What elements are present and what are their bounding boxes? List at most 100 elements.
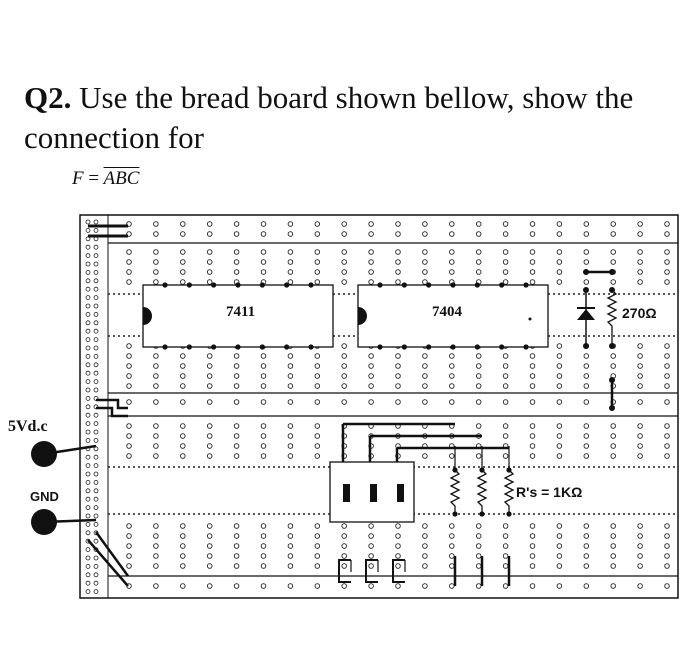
breadboard-hole: [583, 249, 590, 255]
breadboard-hole: [449, 543, 455, 549]
pull-resistor-icon: [503, 469, 515, 514]
wire-end: [609, 269, 615, 275]
breadboard-hole: [449, 259, 455, 265]
breadboard-hole: [368, 269, 374, 275]
breadboard-hole: [206, 221, 213, 227]
breadboard-hole: [341, 221, 347, 227]
breadboard-hole: [610, 563, 616, 569]
chip-7411: [142, 284, 334, 348]
resistor-value-label: 270Ω: [622, 305, 657, 321]
breadboard-hole: [206, 583, 213, 589]
power-rail-hole: [93, 412, 99, 418]
breadboard-hole: [475, 533, 482, 539]
breadboard-hole: [610, 453, 616, 459]
breadboard-hole: [287, 399, 294, 405]
power-rail-hole: [93, 328, 99, 334]
breadboard-hole: [341, 249, 347, 255]
breadboard-hole: [206, 423, 213, 429]
breadboard-hole: [341, 399, 347, 405]
breadboard-hole: [583, 583, 590, 589]
breadboard-hole: [314, 269, 321, 275]
power-rail-hole: [93, 488, 99, 494]
breadboard-hole: [206, 363, 213, 369]
breadboard-hole: [233, 533, 240, 539]
breadboard-hole: [422, 231, 428, 237]
breadboard-hole: [610, 433, 616, 439]
breadboard-hole: [556, 543, 563, 549]
breadboard-hole: [664, 373, 670, 379]
breadboard-hole: [556, 423, 563, 429]
breadboard-hole: [341, 363, 347, 369]
wire-end: [583, 287, 589, 293]
breadboard-hole: [180, 231, 186, 237]
power-rail-hole: [93, 244, 99, 250]
wire-end: [479, 467, 485, 473]
breadboard-hole: [206, 279, 213, 285]
breadboard-hole: [637, 353, 643, 359]
breadboard-hole: [529, 221, 536, 227]
breadboard-hole: [153, 433, 159, 439]
breadboard-hole: [180, 373, 186, 379]
breadboard-hole: [449, 249, 455, 255]
power-rail-hole: [93, 286, 99, 292]
breadboard-hole: [529, 453, 536, 459]
breadboard-hole: [422, 399, 428, 405]
breadboard-hole: [260, 353, 267, 359]
ground-label: GND: [30, 489, 59, 504]
power-rail-hole: [93, 303, 99, 309]
breadboard-hole: [449, 363, 455, 369]
power-rail-hole: [85, 295, 91, 301]
breadboard-hole: [206, 353, 213, 359]
breadboard-hole: [475, 523, 482, 529]
breadboard-hole: [233, 423, 240, 429]
breadboard-hole: [637, 221, 643, 227]
breadboard-hole: [583, 231, 590, 237]
switch-connector: [338, 559, 351, 583]
breadboard-hole: [233, 221, 240, 227]
breadboard-hole: [475, 543, 482, 549]
chip-pin: [450, 282, 456, 288]
breadboard-hole: [610, 423, 616, 429]
power-rail-hole: [93, 379, 99, 385]
power-rail-hole: [93, 471, 99, 477]
breadboard-hole: [556, 523, 563, 529]
breadboard-hole: [395, 533, 401, 539]
breadboard-hole: [395, 399, 401, 405]
breadboard-hole: [314, 363, 321, 369]
chip-pin: [401, 282, 407, 288]
breadboard-hole: [153, 523, 159, 529]
breadboard-hole: [368, 533, 374, 539]
breadboard-hole: [341, 543, 347, 549]
breadboard-hole: [287, 231, 294, 237]
formula-rhs: ABC: [103, 168, 140, 189]
breadboard-hole: [449, 453, 455, 459]
power-rail-hole: [85, 496, 91, 502]
breadboard-hole: [180, 269, 186, 275]
breadboard-hole: [368, 543, 374, 549]
power-rail-hole: [93, 295, 99, 301]
breadboard-hole: [529, 249, 536, 255]
breadboard-hole: [422, 259, 428, 265]
chip-pin: [235, 344, 241, 350]
chip-pin: [186, 282, 192, 288]
breadboard-hole: [502, 533, 509, 539]
power-rail-hole: [93, 345, 99, 351]
breadboard-hole: [368, 249, 374, 255]
breadboard-hole: [395, 231, 401, 237]
breadboard-hole: [180, 433, 186, 439]
breadboard-hole: [583, 423, 590, 429]
breadboard-hole: [475, 399, 482, 405]
power-rail-hole: [85, 421, 91, 427]
chip-pin: [499, 344, 505, 350]
power-rail-hole: [93, 337, 99, 343]
wire-end: [609, 405, 615, 411]
breadboard-hole: [180, 563, 186, 569]
breadboard-hole: [314, 231, 321, 237]
switch-connector: [365, 559, 378, 583]
rail-jumper: [96, 406, 128, 418]
breadboard-hole: [502, 423, 509, 429]
breadboard-hole: [314, 563, 321, 569]
chip-pin: [499, 282, 505, 288]
breadboard-hole: [314, 533, 321, 539]
breadboard-hole: [637, 399, 643, 405]
